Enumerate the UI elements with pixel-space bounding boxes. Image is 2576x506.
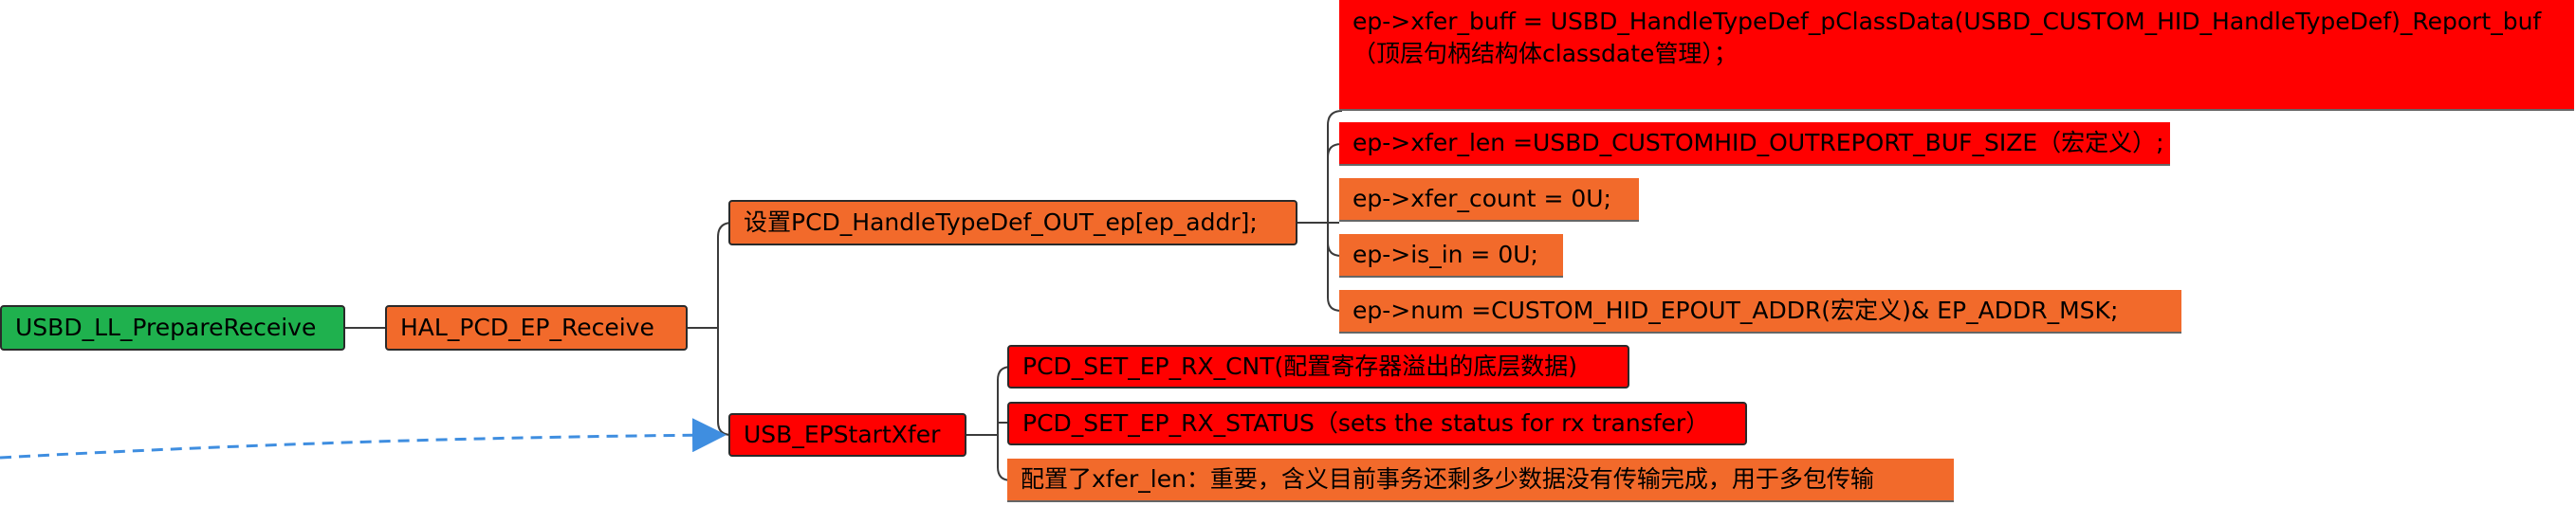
- node-is-in[interactable]: ep->is_in = 0U;: [1339, 234, 1563, 278]
- dashed-arrow: [0, 418, 727, 460]
- node-set-out-ep[interactable]: 设置PCD_HandleTypeDef_OUT_ep[ep_addr];: [728, 200, 1297, 245]
- connector-to-xfer-buff: [1327, 110, 1343, 223]
- node-xfer-len[interactable]: ep->xfer_len =USBD_CUSTOMHID_OUTREPORT_B…: [1339, 122, 2170, 166]
- node-xfer-count[interactable]: ep->xfer_count = 0U;: [1339, 178, 1639, 222]
- node-ep-num[interactable]: ep->num =CUSTOM_HID_EPOUT_ADDR(宏定义)& EP_…: [1339, 290, 2181, 334]
- node-usbd-ll-preparereceive[interactable]: USBD_LL_PrepareReceive: [0, 305, 345, 351]
- node-pcd-set-ep-rx-status[interactable]: PCD_SET_EP_RX_STATUS（sets the status for…: [1007, 402, 1747, 445]
- node-pcd-set-ep-rx-cnt[interactable]: PCD_SET_EP_RX_CNT(配置寄存器溢出的底层数据): [1007, 345, 1629, 389]
- node-xfer-len-note[interactable]: 配置了xfer_len：重要，含义目前事务还剩多少数据没有传输完成，用于多包传输: [1007, 459, 1954, 502]
- node-usb-epstartxfer[interactable]: USB_EPStartXfer: [728, 413, 966, 457]
- node-xfer-buff[interactable]: ep->xfer_buff = USBD_HandleTypeDef_pClas…: [1339, 0, 2574, 111]
- node-hal-pcd-ep-receive[interactable]: HAL_PCD_EP_Receive: [385, 305, 688, 351]
